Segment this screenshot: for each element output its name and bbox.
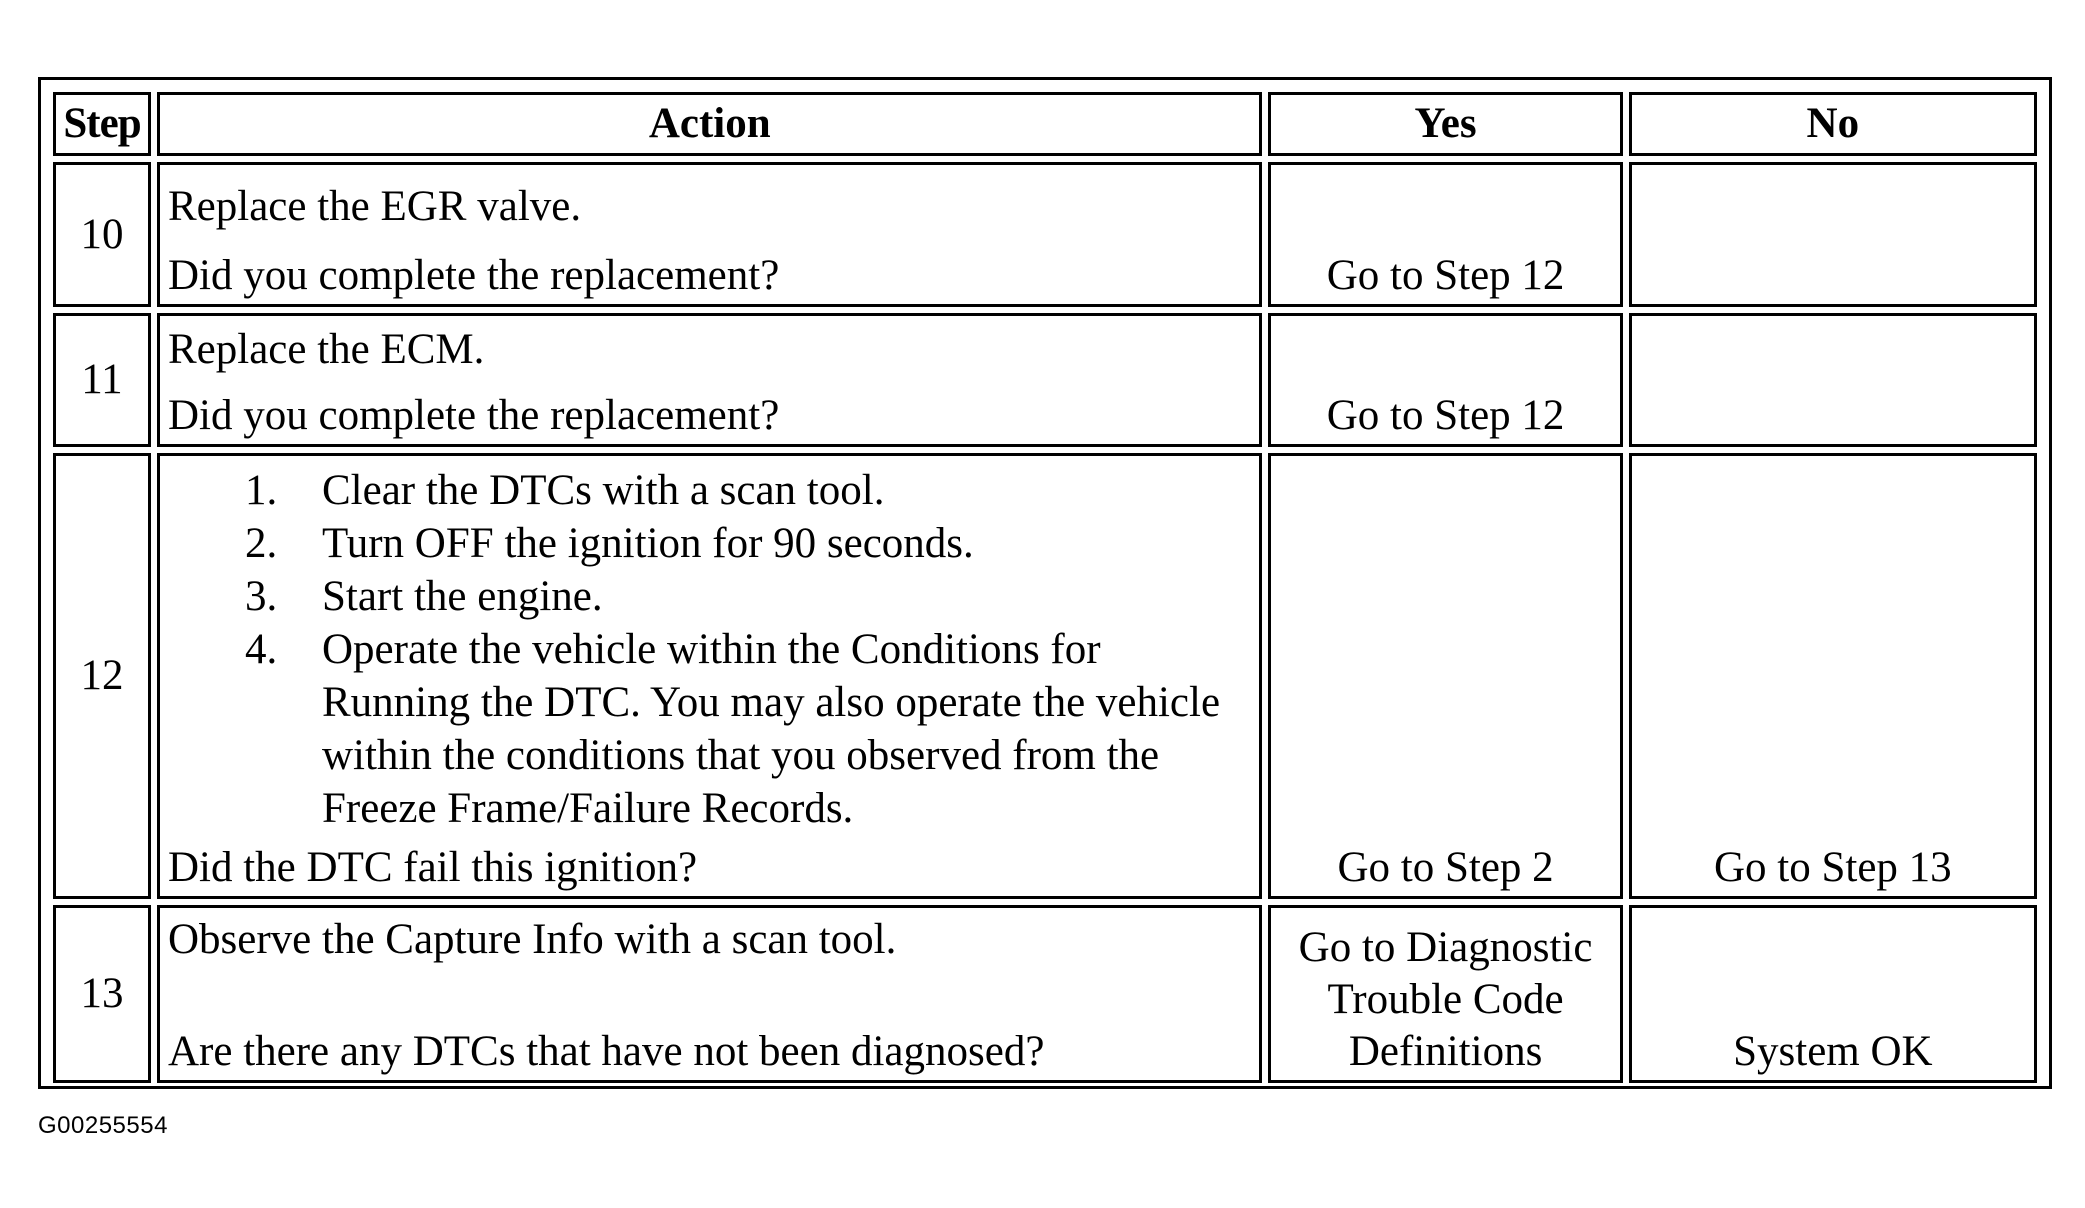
action-text: Replace the ECM. — [167, 326, 485, 373]
action-question: Did you complete the replacement? — [167, 252, 780, 299]
action-question: Are there any DTCs that have not been di… — [167, 1028, 1045, 1075]
header-no: No — [1628, 92, 2037, 156]
list-item: Clear the DTCs with a scan tool. — [288, 464, 1251, 517]
table-row: 12 Clear the DTCs with a scan tool. Turn… — [53, 453, 2037, 899]
action-cell: Replace the EGR valve. Did you complete … — [156, 162, 1263, 307]
step-number: 12 — [53, 453, 151, 899]
list-item: Operate the vehicle within the Condition… — [288, 623, 1251, 835]
header-yes: Yes — [1268, 92, 1623, 156]
step-number: 10 — [53, 162, 151, 307]
list-item: Start the engine. — [288, 570, 1251, 623]
header-step: Step — [53, 92, 151, 156]
header-action: Action — [156, 92, 1263, 156]
yes-cell: Go to Step 2 — [1268, 453, 1623, 899]
no-cell: System OK — [1628, 905, 2037, 1083]
list-item: Turn OFF the ignition for 90 seconds. — [288, 517, 1251, 570]
action-question: Did you complete the replacement? — [167, 392, 780, 439]
action-cell: Replace the ECM. Did you complete the re… — [156, 313, 1263, 447]
action-cell: Clear the DTCs with a scan tool. Turn OF… — [156, 453, 1263, 899]
no-cell: Go to Step 13 — [1628, 453, 2037, 899]
step-number: 13 — [53, 905, 151, 1083]
action-text: Replace the EGR valve. — [167, 183, 582, 230]
step-number: 11 — [53, 313, 151, 447]
diagnostic-table: Step Action Yes No 10 Replace the EGR va… — [47, 86, 2043, 1089]
table-row: 13 Observe the Capture Info with a scan … — [53, 905, 2037, 1083]
action-text: Observe the Capture Info with a scan too… — [167, 916, 897, 963]
action-question: Did the DTC fail this ignition? — [167, 844, 698, 891]
table-row: 10 Replace the EGR valve. Did you comple… — [53, 162, 2037, 307]
yes-cell: Go to Step 12 — [1268, 313, 1623, 447]
table-row: 11 Replace the ECM. Did you complete the… — [53, 313, 2037, 447]
action-step-list: Clear the DTCs with a scan tool. Turn OF… — [168, 464, 1251, 835]
no-cell — [1628, 162, 2037, 307]
yes-cell: Go to Step 12 — [1268, 162, 1623, 307]
yes-cell: Go to Diagnostic Trouble Code Definition… — [1268, 905, 1623, 1083]
action-cell: Observe the Capture Info with a scan too… — [156, 905, 1263, 1083]
header-row: Step Action Yes No — [53, 92, 2037, 156]
figure-id: G00255554 — [38, 1112, 168, 1139]
no-cell — [1628, 313, 2037, 447]
diagnostic-table-frame: Step Action Yes No 10 Replace the EGR va… — [38, 77, 2052, 1089]
